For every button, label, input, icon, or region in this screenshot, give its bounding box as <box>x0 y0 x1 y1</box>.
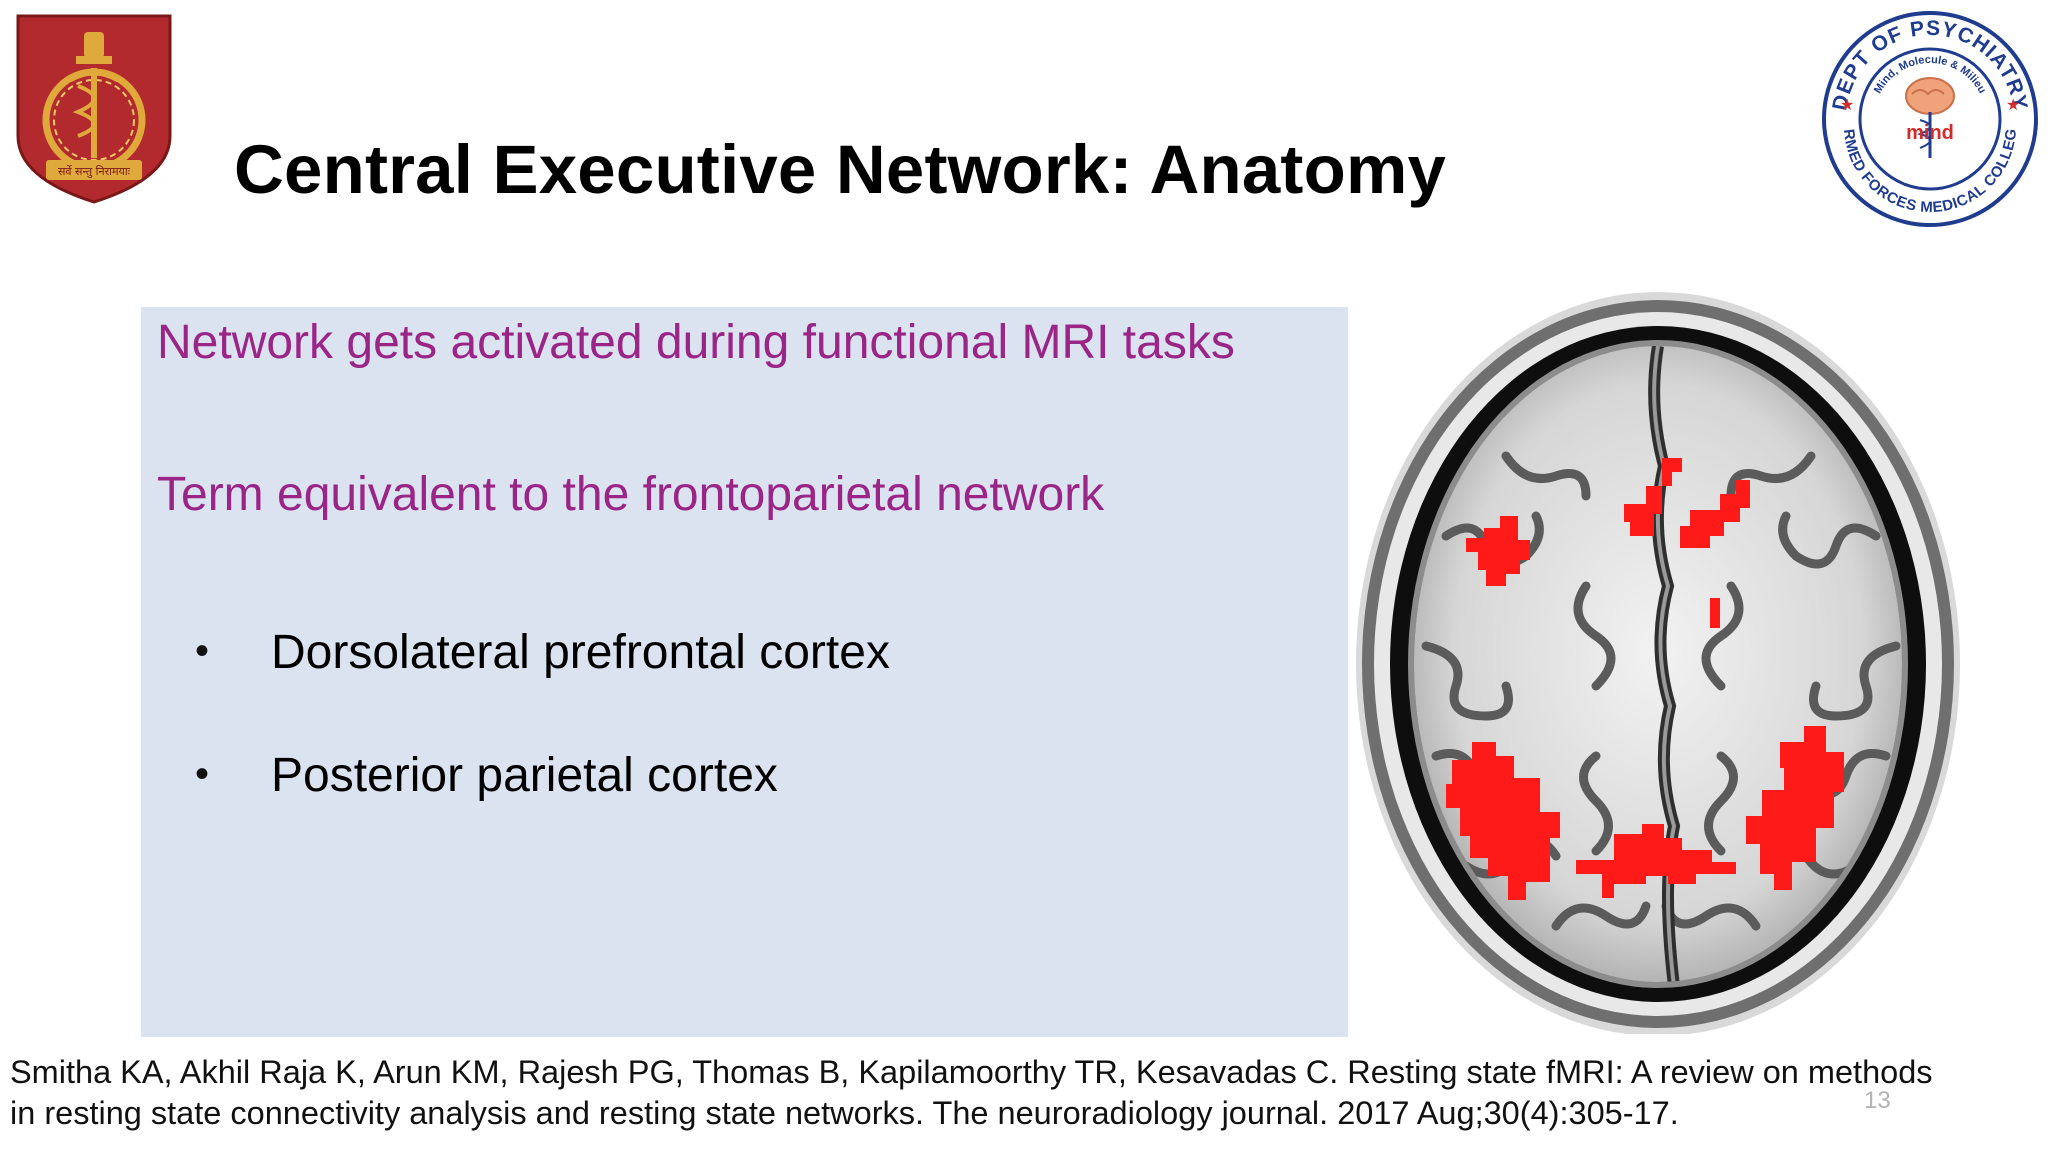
crest-motto: सर्वे सन्तु निरामयाः <box>58 165 131 178</box>
citation: Smitha KA, Akhil Raja K, Arun KM, Rajesh… <box>10 1052 2040 1134</box>
lion-capital-icon <box>84 32 104 58</box>
citation-line-2: in resting state connectivity analysis a… <box>10 1095 1679 1131</box>
page-number: 13 <box>1864 1087 1891 1114</box>
seal-mind-label: mind <box>1906 122 1954 144</box>
activation-clusters <box>1446 458 1844 900</box>
activation-right-small <box>1710 598 1720 628</box>
seal-star-left-icon: ★ <box>1840 97 1854 114</box>
motto-scroll-icon <box>46 160 142 180</box>
activation-left-dlpfc <box>1466 516 1530 586</box>
bullet-text-ppc: Posterior parietal cortex <box>271 749 778 802</box>
intro-line-1: Network gets activated during functional… <box>157 316 1235 369</box>
activation-medial-mid <box>1624 486 1662 536</box>
list-item: • Dorsolateral prefrontal cortex <box>141 625 1348 748</box>
citation-line-1: Smitha KA, Akhil Raja K, Arun KM, Rajesh… <box>10 1054 1933 1090</box>
crest-logo: सर्वे सन्तु निरामयाः <box>16 14 172 204</box>
gyri-icon <box>1421 451 1901 931</box>
intro-line-2: Term equivalent to the frontoparietal ne… <box>157 468 1105 521</box>
brain-tissue <box>1414 346 1902 982</box>
bullet-text-dlpfc: Dorsolateral prefrontal cortex <box>271 626 890 679</box>
bullet-icon: • <box>195 752 210 796</box>
bullet-list: • Dorsolateral prefrontal cortex • Poste… <box>141 625 1348 871</box>
seal-star-right-icon: ★ <box>2006 97 2020 114</box>
content-box: Network gets activated during functional… <box>141 307 1348 1037</box>
activation-medial-upper <box>1662 458 1682 486</box>
activation-left-parietal <box>1446 742 1560 900</box>
psychiatry-seal-logo: DEPT OF PSYCHIATRY ARMED FORCES MEDICAL … <box>1820 8 2038 227</box>
slide-title: Central Executive Network: Anatomy <box>234 131 1447 208</box>
brain-icon <box>1905 77 1955 115</box>
list-item: • Posterior parietal cortex <box>141 748 1348 871</box>
brain-mri-image <box>1356 292 1960 1034</box>
bullet-icon: • <box>195 629 210 673</box>
activation-right-parietal <box>1746 726 1844 890</box>
activation-right-dlpfc <box>1680 480 1750 548</box>
activation-posterior-midline <box>1576 824 1736 898</box>
